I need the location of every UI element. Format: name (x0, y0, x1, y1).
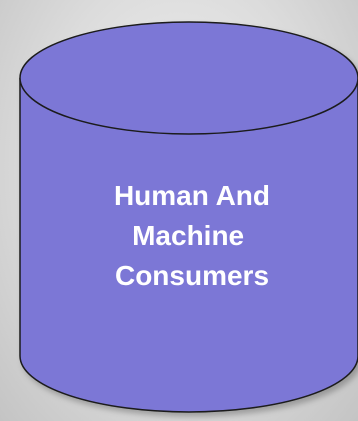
database-cylinder (19, 21, 358, 413)
label-line-3: Consumers (114, 260, 270, 291)
cylinder-top (19, 21, 358, 135)
label-line-2: Machine (132, 220, 252, 251)
label-line-1: Human And (113, 180, 271, 211)
cylinder-label: Human And Machine Consumers (60, 176, 324, 296)
cylinder-body (19, 78, 358, 413)
